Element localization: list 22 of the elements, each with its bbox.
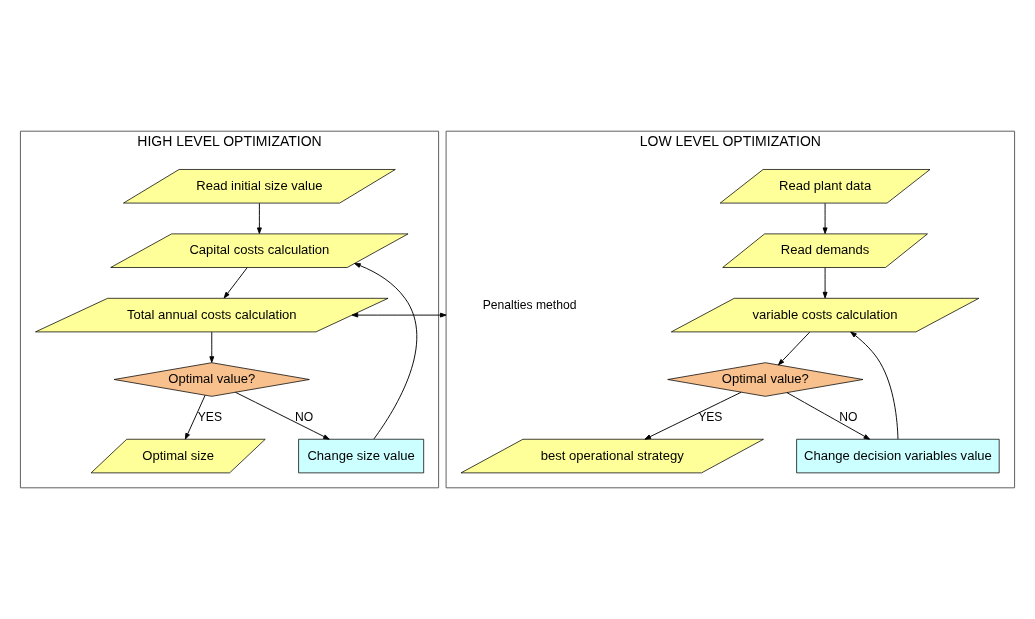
arrow [354,263,418,440]
arrow [644,391,742,440]
arrow [351,312,447,318]
arrow [850,331,899,440]
arrow [184,394,206,440]
node-diamond: Optimal value? [667,362,864,397]
arrow [778,331,811,366]
edge-label: NO [839,409,858,424]
node-box: Change decision variables value [796,438,1000,474]
edge-label: YES [197,409,223,424]
edge-label: YES [698,409,723,424]
arrow [822,202,828,234]
arrow [786,392,871,440]
node-diamond: Optimal value? [113,362,310,397]
edge-label: NO [295,409,314,424]
arrow [223,267,248,299]
arrow [234,391,330,440]
edge-label: Penalties method [482,297,577,312]
arrow [822,267,828,299]
node-box: Change size value [298,438,425,474]
arrow [256,202,262,234]
arrow [209,331,215,363]
